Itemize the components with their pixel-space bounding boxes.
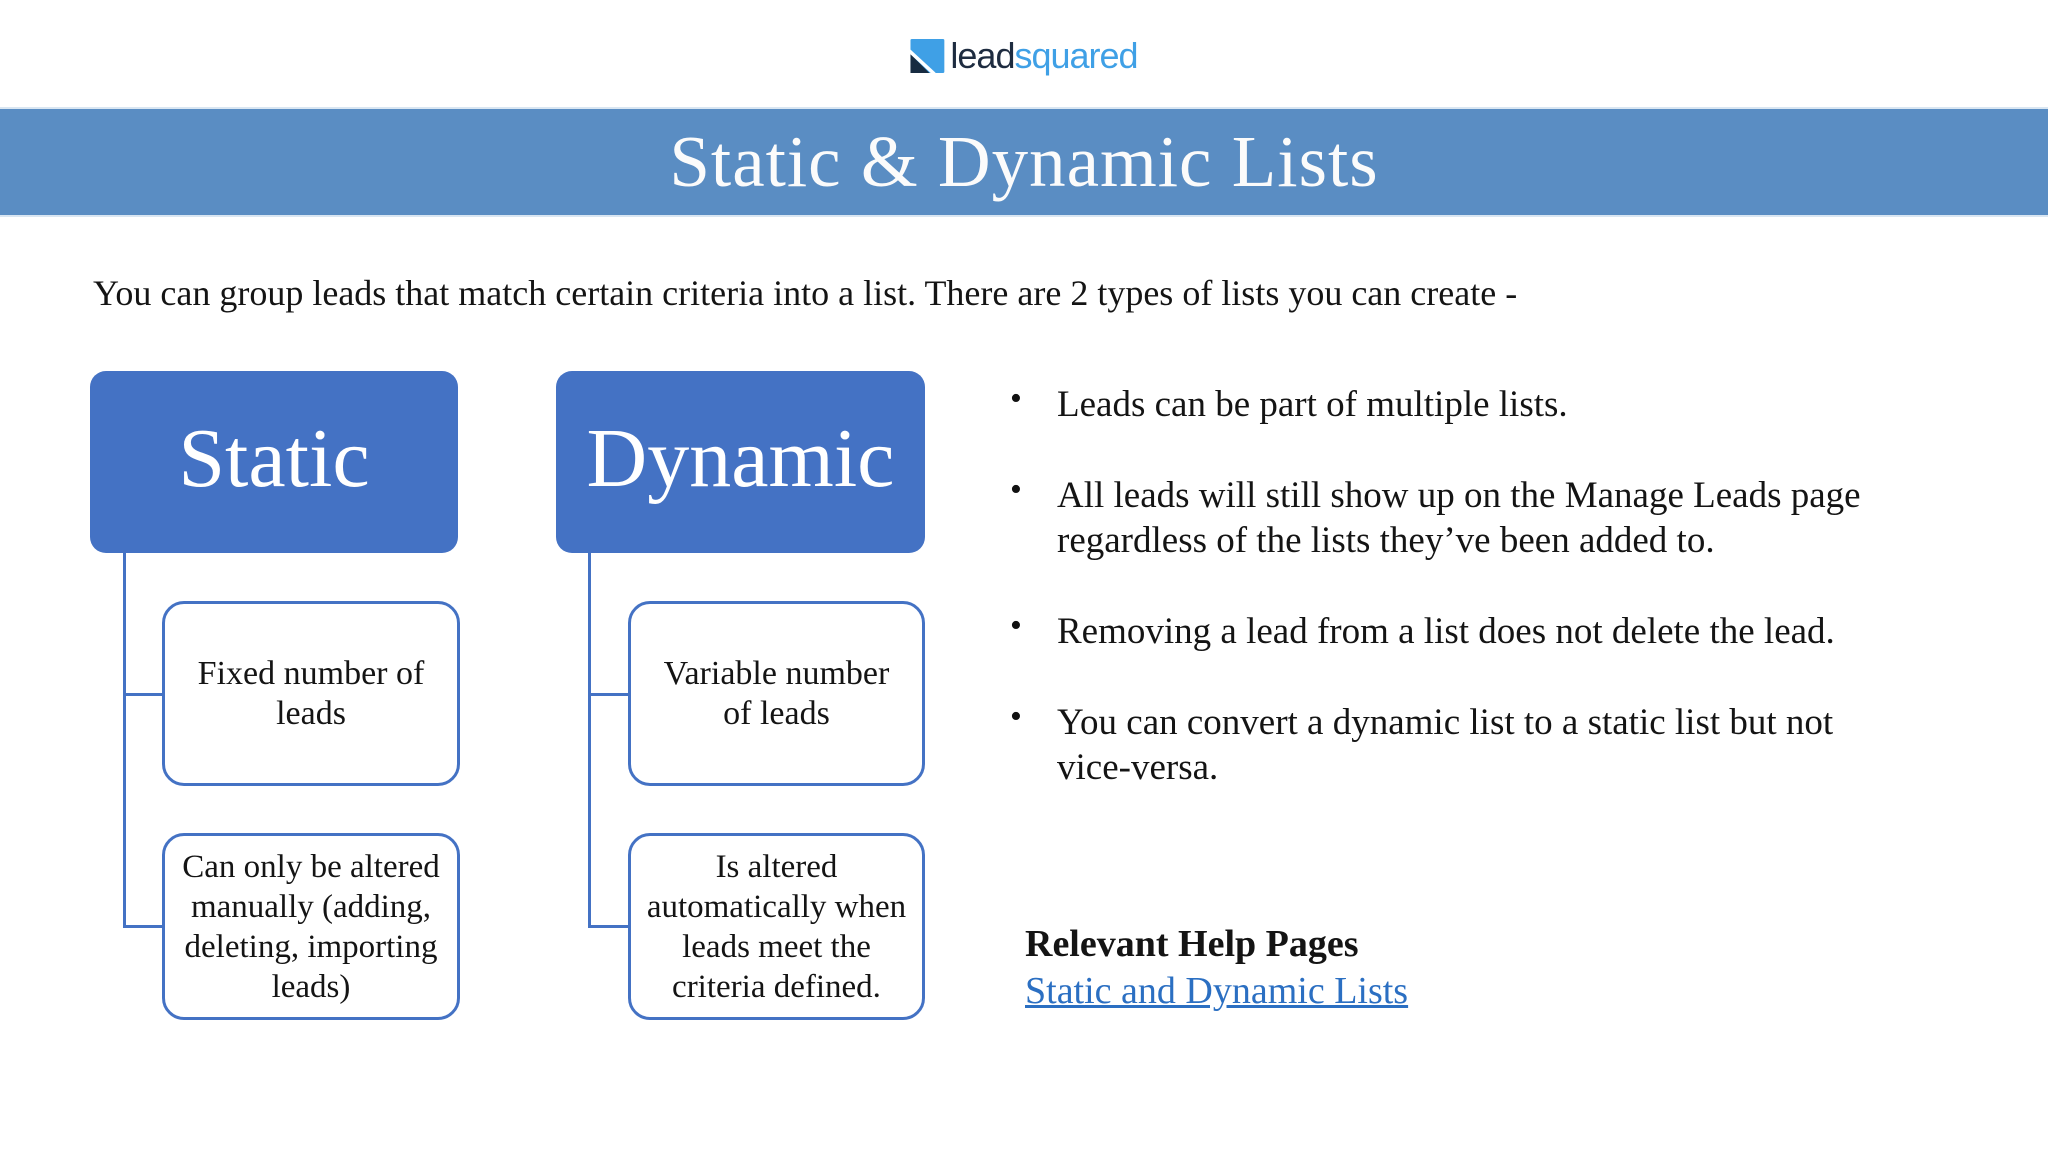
dynamic-connector-elbow-2 [588, 925, 628, 928]
leadsquared-logo: lead squared [910, 35, 1139, 76]
help-section: Relevant Help Pages Static and Dynamic L… [1025, 921, 1408, 1015]
dynamic-child-box-variable-number: Variable number of leads [628, 601, 925, 786]
logo-text-lead: lead [950, 35, 1015, 76]
leadsquared-logo-icon [910, 39, 945, 73]
page-title: Static & Dynamic Lists [669, 121, 1379, 202]
bullet-item: • You can convert a dynamic list to a st… [1005, 698, 1861, 790]
bullet-dot: • [1010, 471, 1022, 508]
help-heading: Relevant Help Pages [1025, 923, 1359, 965]
bullet-dot: • [1010, 698, 1022, 735]
bullet-text: Removing a lead from a list does not del… [1057, 611, 1835, 652]
static-child-box-altered-manually: Can only be altered manually (adding, de… [162, 833, 460, 1020]
dynamic-list-box: Dynamic [556, 371, 925, 553]
bullet-text: You can convert a dynamic list to a stat… [1057, 702, 1834, 788]
dynamic-connector-vertical [588, 553, 591, 928]
static-connector-elbow-2 [123, 925, 162, 928]
static-list-box-label: Static [178, 412, 370, 505]
bullet-item: • Leads can be part of multiple lists. [1005, 380, 1861, 427]
logo-text-squared: squared [1014, 35, 1138, 76]
dynamic-child-box-altered-automatically: Is altered automatically when leads meet… [628, 833, 925, 1020]
dynamic-connector-elbow-1 [588, 693, 628, 696]
intro-text: You can group leads that match certain c… [93, 273, 1518, 313]
leadsquared-logo-text: lead squared [950, 35, 1138, 76]
static-connector-vertical [123, 553, 126, 928]
bullet-dot: • [1010, 380, 1022, 417]
bullet-text: All leads will still show up on the Mana… [1057, 475, 1861, 561]
title-banner: Static & Dynamic Lists [0, 107, 2048, 217]
notes-bullet-list: • Leads can be part of multiple lists. •… [1005, 380, 1861, 836]
bullet-dot: • [1010, 607, 1022, 644]
bullet-text: Leads can be part of multiple lists. [1057, 384, 1568, 425]
bullet-item: • Removing a lead from a list does not d… [1005, 607, 1861, 654]
dynamic-list-box-label: Dynamic [586, 412, 895, 505]
static-list-box: Static [90, 371, 458, 553]
static-connector-elbow-1 [123, 693, 162, 696]
static-child-box-fixed-number: Fixed number of leads [162, 601, 460, 786]
bullet-item: • All leads will still show up on the Ma… [1005, 471, 1861, 563]
help-link-static-and-dynamic-lists[interactable]: Static and Dynamic Lists [1025, 970, 1409, 1012]
